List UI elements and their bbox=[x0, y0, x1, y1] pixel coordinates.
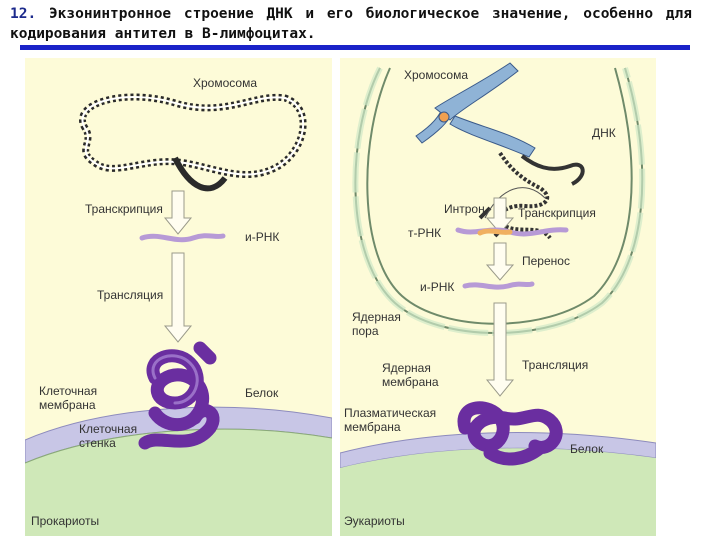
label-transfer: Перенос bbox=[522, 254, 570, 268]
prokaryote-panel: Хромосома Транскрипция и-РНК Трансляция … bbox=[25, 58, 332, 536]
arrow-transcription-left bbox=[163, 190, 193, 235]
panel-caption-eukaryotes: Эукариоты bbox=[344, 514, 405, 528]
label-translation-left: Трансляция bbox=[97, 288, 164, 302]
label-plasma-membrane: Плазматическая мембрана bbox=[344, 406, 437, 434]
circular-dna bbox=[79, 93, 307, 192]
label-dna: ДНК bbox=[592, 126, 616, 140]
label-chromosome-left: Хромосома bbox=[193, 76, 258, 90]
slide-title: 12. Экзонинтронное строение ДНК и его би… bbox=[10, 4, 692, 44]
chromosome-x bbox=[415, 62, 536, 158]
panel-caption-prokaryotes: Прокариоты bbox=[31, 514, 100, 528]
title-text: Экзонинтронное строение ДНК и его биолог… bbox=[10, 6, 692, 42]
arrow-transfer-right bbox=[485, 242, 515, 281]
label-mrna-left: и-РНК bbox=[245, 230, 280, 244]
eukaryote-panel: Хромосома ДНК Интрон Транскрипция т-РНК … bbox=[340, 58, 656, 536]
label-nuclear-pore: Ядерная пора bbox=[352, 310, 401, 338]
eukaryote-illustration bbox=[340, 62, 656, 536]
label-nuclear-membrane: Ядерная мембрана bbox=[382, 361, 439, 389]
arrow-transcription-right bbox=[485, 197, 515, 234]
arrow-translation-right bbox=[485, 302, 515, 397]
label-protein-left: Белок bbox=[245, 386, 279, 400]
cell-wall-band bbox=[25, 429, 332, 536]
label-trna: т-РНК bbox=[408, 226, 442, 240]
title-number: 12. bbox=[10, 6, 37, 22]
label-cell-wall: Клеточная стенка bbox=[79, 422, 138, 450]
label-mrna-right: и-РНК bbox=[420, 280, 455, 294]
label-protein-right: Белок bbox=[570, 442, 604, 456]
prokaryote-illustration bbox=[25, 93, 332, 536]
title-underline bbox=[20, 45, 690, 50]
intron-segment bbox=[477, 228, 513, 236]
plasma-membrane-band bbox=[340, 432, 656, 469]
label-transcription-left: Транскрипция bbox=[85, 202, 163, 216]
label-cell-membrane: Клеточная мембрана bbox=[39, 384, 98, 412]
mrna-strand-left bbox=[139, 233, 226, 243]
label-translation-right: Трансляция bbox=[522, 358, 589, 372]
label-chromosome-right: Хромосома bbox=[404, 68, 469, 82]
protein-coil-right bbox=[457, 401, 563, 466]
label-intron: Интрон bbox=[444, 202, 485, 216]
label-transcription-right: Транскрипция bbox=[518, 206, 596, 220]
arrow-translation-left bbox=[163, 252, 193, 343]
mrna-strand-right bbox=[462, 281, 535, 290]
